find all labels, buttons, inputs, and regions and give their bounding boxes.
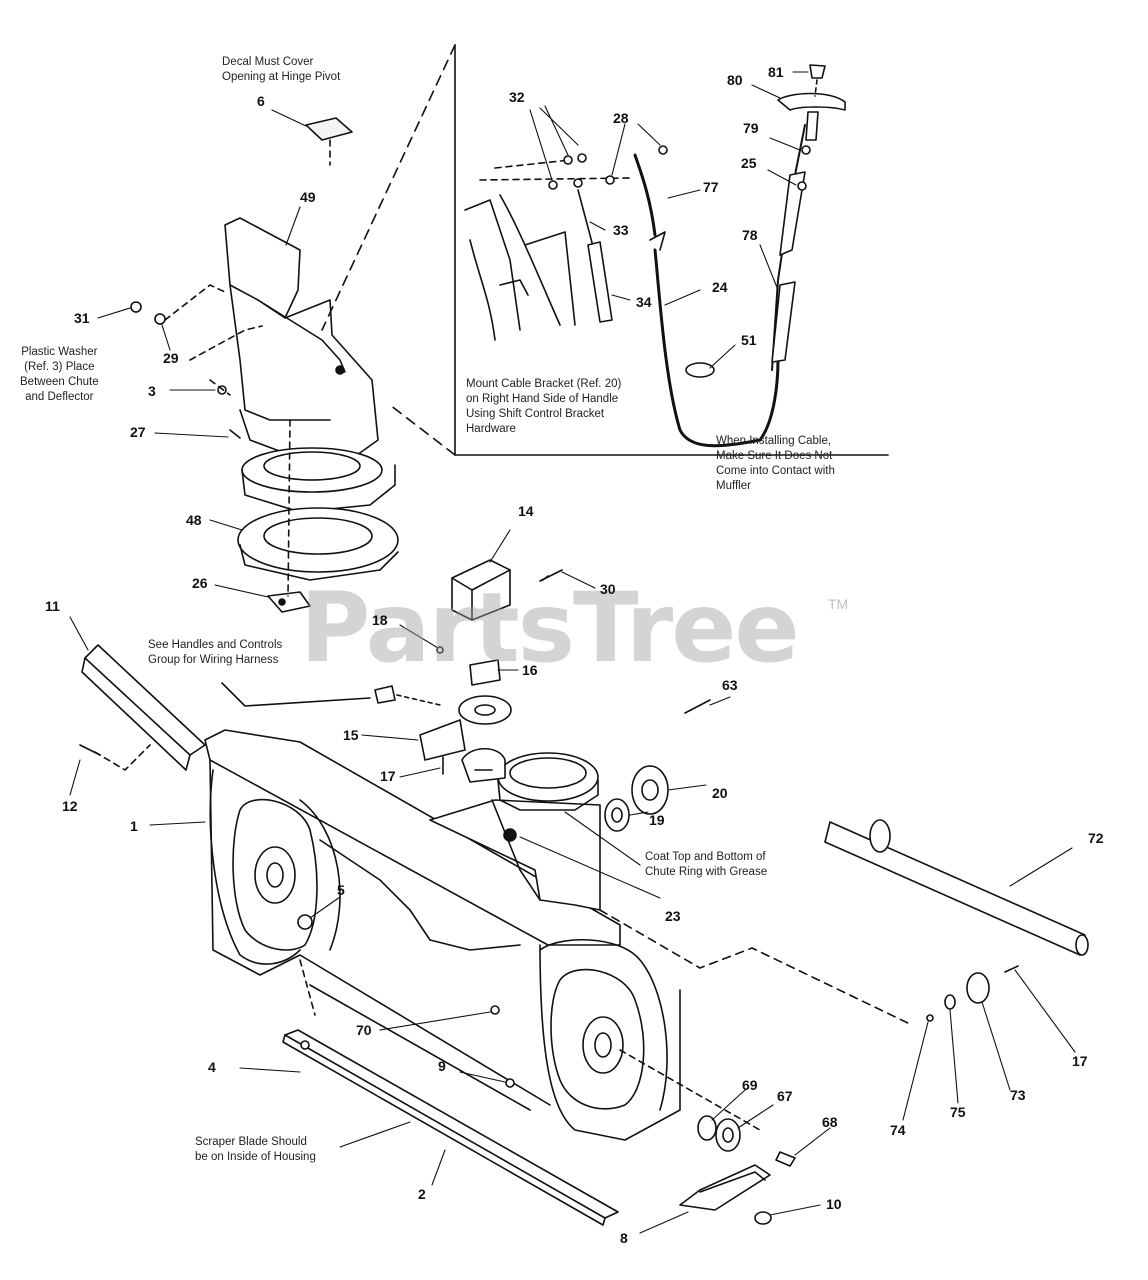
chute-assembly: [224, 217, 396, 513]
callout-29: 29: [163, 350, 179, 366]
pinion-gear-parts: [374, 646, 512, 761]
callout-48: 48: [186, 512, 202, 528]
callout-77: 77: [703, 179, 719, 195]
callout-74: 74: [890, 1122, 906, 1138]
callout-72: 72: [1088, 830, 1104, 846]
callout-67: 67: [777, 1088, 793, 1104]
chute-bracket-part: [267, 419, 311, 613]
decal-part: [305, 117, 353, 166]
callout-19: 19: [649, 812, 665, 828]
callout-15: 15: [343, 727, 359, 743]
callout-51: 51: [741, 332, 757, 348]
callout-69: 69: [742, 1077, 758, 1093]
callout-33: 33: [613, 222, 629, 238]
callout-80: 80: [727, 72, 743, 88]
callout-63: 63: [722, 677, 738, 693]
callout-27: 27: [130, 424, 146, 440]
chute-hardware: [130, 284, 263, 439]
note-scraper-blade: Scraper Blade Should be on Inside of Hou…: [195, 1136, 316, 1163]
callout-31: 31: [74, 310, 90, 326]
callout-68: 68: [822, 1114, 838, 1130]
callout-17-shaft: 17: [1072, 1053, 1088, 1069]
scraper-blade-part: [282, 1005, 619, 1226]
mounting-bracket-part: [451, 559, 563, 621]
impeller-housing: [429, 752, 601, 911]
inset-handle-bracket: [464, 145, 668, 341]
callout-1: 1: [130, 818, 138, 834]
shift-knob-part: [777, 64, 846, 191]
note-installing-cable: When Installing Cable, Make Sure It Does…: [716, 435, 835, 492]
callout-17-chute: 17: [380, 768, 396, 784]
note-decal: Decal Must Cover Opening at Hinge Pivot: [222, 56, 341, 83]
crank-gear-parts: [604, 699, 711, 832]
callout-49: 49: [300, 189, 316, 205]
callout-20: 20: [712, 785, 728, 801]
callout-73: 73: [1010, 1087, 1026, 1103]
callout-26: 26: [192, 575, 208, 591]
callout-81: 81: [768, 64, 784, 80]
chute-clip-part: [442, 747, 506, 783]
callout-34: 34: [636, 294, 652, 310]
callout-23: 23: [665, 908, 681, 924]
callout-75: 75: [950, 1104, 966, 1120]
note-wiring-harness: See Handles and Controls Group for Wirin…: [148, 639, 283, 666]
inset-cable: [633, 124, 806, 448]
support-bar-part: [79, 644, 206, 771]
callout-4: 4: [208, 1059, 216, 1075]
callout-9: 9: [438, 1058, 446, 1074]
leader-lines: [69, 71, 1076, 1234]
inset-frame: [321, 44, 889, 456]
callout-32: 32: [509, 89, 525, 105]
callout-18: 18: [372, 612, 388, 628]
callout-5: 5: [337, 882, 345, 898]
shaft-hardware: [599, 909, 1019, 1026]
callout-12: 12: [62, 798, 78, 814]
callout-11: 11: [45, 598, 60, 614]
callout-8: 8: [620, 1230, 628, 1246]
callout-24: 24: [712, 279, 728, 295]
callout-25: 25: [741, 155, 757, 171]
callout-3: 3: [148, 383, 156, 399]
callout-6: 6: [257, 93, 265, 109]
callout-70: 70: [356, 1022, 372, 1038]
callout-10: 10: [826, 1196, 842, 1212]
trademark-mark: TM: [828, 596, 849, 612]
callout-30: 30: [600, 581, 616, 597]
note-chute-ring: Coat Top and Bottom of Chute Ring with G…: [645, 851, 768, 878]
callout-14: 14: [518, 503, 534, 519]
callout-16: 16: [522, 662, 538, 678]
callout-28: 28: [613, 110, 629, 126]
callout-79: 79: [743, 120, 759, 136]
callout-78: 78: [742, 227, 758, 243]
bearing-parts: [619, 1049, 796, 1167]
note-mount-cable: Mount Cable Bracket (Ref. 20) on Right H…: [466, 378, 622, 435]
skid-shoe-part: [679, 1164, 772, 1225]
housing-part: [204, 729, 681, 1141]
drive-shaft-part: [824, 819, 1089, 956]
watermark: PartsTree: [300, 572, 799, 684]
note-plastic-washer: Plastic Washer (Ref. 3) Place Between Ch…: [20, 346, 99, 403]
chute-ring-part: [237, 507, 399, 581]
callout-2: 2: [418, 1186, 426, 1202]
